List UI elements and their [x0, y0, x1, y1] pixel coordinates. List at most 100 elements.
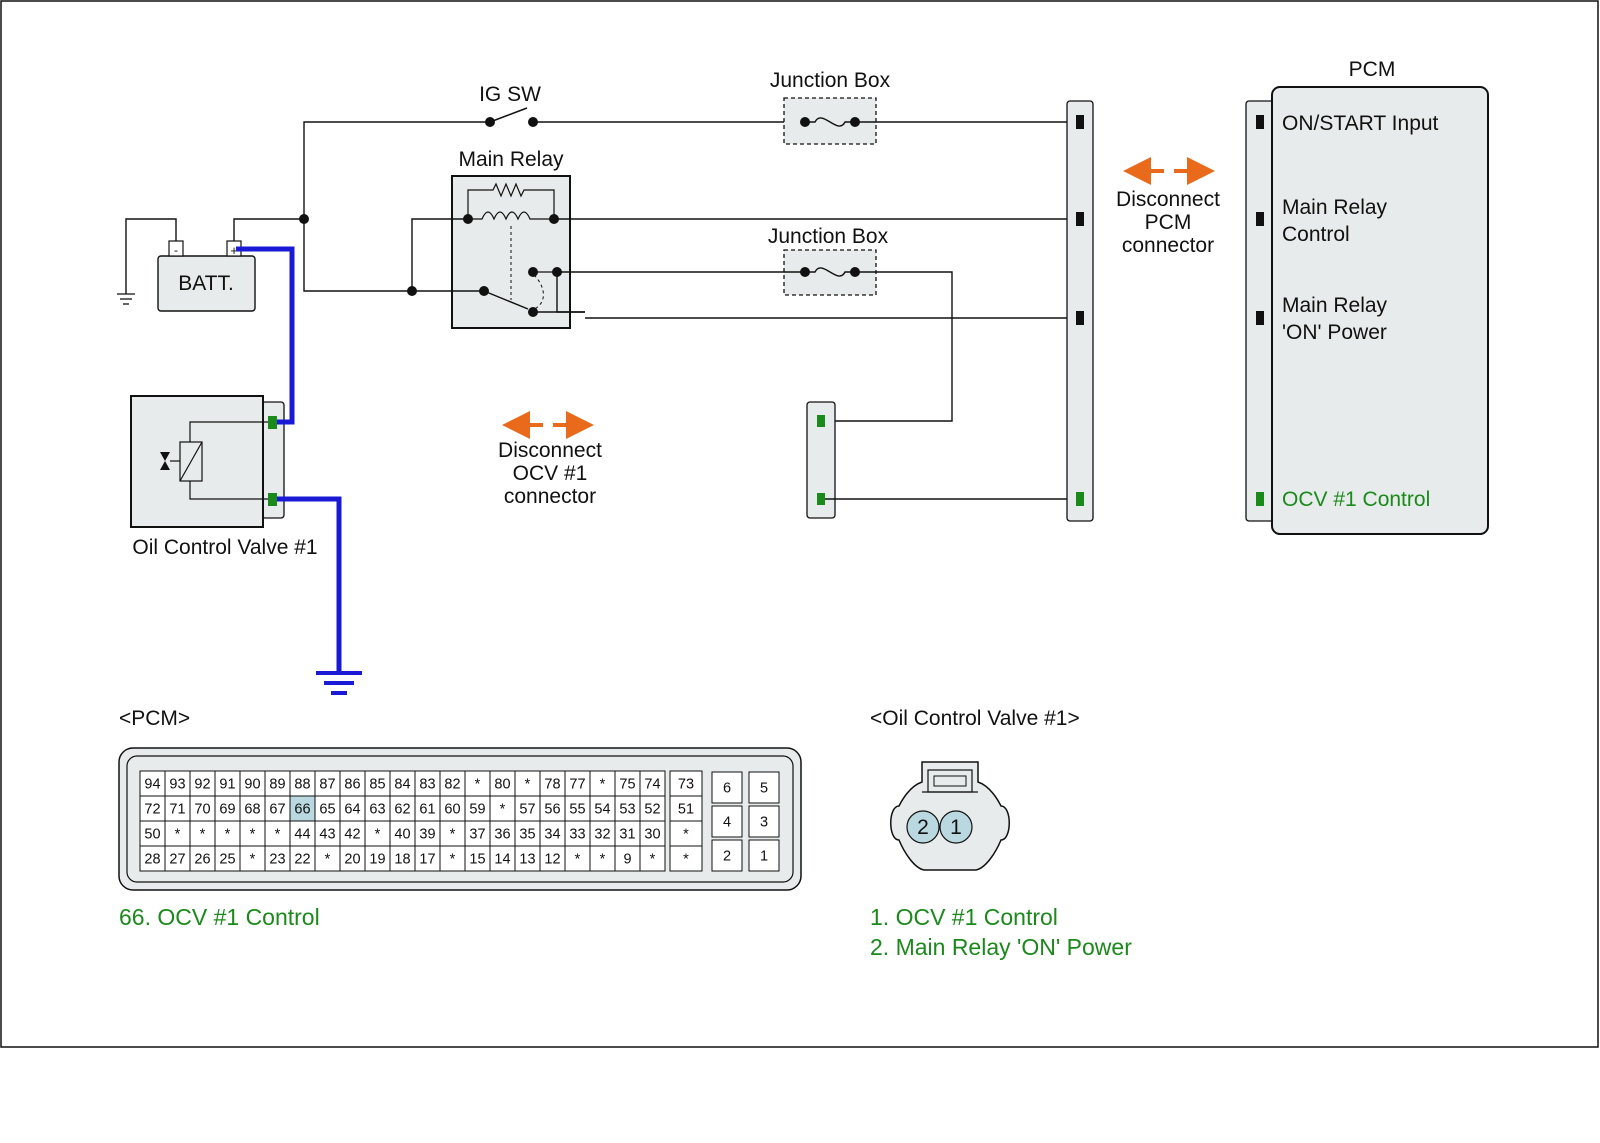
pcm-pin-33: 33 [569, 827, 585, 843]
ocv-connector-face [890, 761, 1010, 871]
ocv-caption-2: 2. Main Relay 'ON' Power [870, 934, 1132, 960]
pcm-pin-60: 60 [444, 802, 460, 818]
pcm-pin-56: 56 [544, 802, 560, 818]
pcm-pin-92: 92 [194, 777, 210, 793]
pcm-pin-blank-cell [314, 845, 341, 872]
pcm-pin-31: 31 [619, 827, 635, 843]
pcm-pin-blank-cell [264, 820, 291, 847]
pcm-pin-85: 85 [369, 777, 385, 793]
pcm-pin-blank: * [450, 827, 456, 843]
disconnect-ocv-line-1: Disconnect [498, 439, 602, 462]
pcm-pin-80: 80 [494, 777, 510, 793]
pcm-connector-title: <PCM> [119, 707, 190, 730]
pcm-pin-blank: * [250, 852, 256, 868]
pcm-pin-27-cell [164, 845, 191, 872]
pcm-connector-caption: 66. OCV #1 Control [119, 904, 320, 930]
pcm-pin-51-cell [669, 795, 703, 822]
disconnect-pcm-line-2: PCM [1145, 211, 1192, 234]
pcm-pin-19: 19 [369, 852, 385, 868]
pcm-pin-blank-cell [564, 845, 591, 872]
pcm-pin-93: 93 [169, 777, 185, 793]
battery-plus-label: + [230, 243, 238, 258]
pcm-pin-73-cell [669, 770, 703, 797]
pcm-pin-82: 82 [444, 777, 460, 793]
pcm-pin-blank: * [450, 852, 456, 868]
pcm-pin-84: 84 [394, 777, 410, 793]
pcm-pin-69: 69 [219, 802, 235, 818]
ignition-switch-icon [485, 107, 538, 127]
pcm-pin-43: 43 [319, 827, 335, 843]
pcm-pin-23-cell [264, 845, 291, 872]
pcm-pin-26: 26 [194, 852, 210, 868]
pcm-pin-blank-cell [439, 845, 466, 872]
pcm-pin-86-cell [339, 770, 366, 797]
pcm-pin-on-start-input: ON/START Input [1282, 112, 1439, 135]
pcm-pin-23: 23 [269, 852, 285, 868]
pcm-pin-blank: * [275, 827, 281, 843]
pcm-pin-72-cell [139, 795, 166, 822]
pcm-pin-27: 27 [169, 852, 185, 868]
pcm-pin-90-cell [239, 770, 266, 797]
pcm-pin-19-cell [364, 845, 391, 872]
pcm-pin-74: 74 [644, 777, 660, 793]
ocv-pin-1: 1 [950, 816, 962, 839]
pcm-pin-4: 4 [723, 815, 731, 831]
pcm-pin-3: 3 [760, 815, 768, 831]
pcm-pin-71: 71 [169, 802, 185, 818]
pcm-pin-55: 55 [569, 802, 585, 818]
pcm-pin-65-cell [314, 795, 341, 822]
pcm-pin-89: 89 [269, 777, 285, 793]
ig-sw-label: IG SW [479, 83, 541, 106]
pcm-pin-73: 73 [678, 777, 694, 793]
pcm-pin-blank: * [475, 777, 481, 793]
pcm-pin-20-cell [339, 845, 366, 872]
pcm-pin-86: 86 [344, 777, 360, 793]
pcm-pin-66: 66 [294, 802, 310, 818]
pcm-pin-26-cell [189, 845, 216, 872]
pcm-pin-62-cell [389, 795, 416, 822]
pcm-pin-67: 67 [269, 802, 285, 818]
oil-control-valve [130, 395, 285, 528]
pcm-pin-blank: * [683, 852, 689, 868]
pcm-pin-28-cell [139, 845, 166, 872]
pcm-pin-5: 5 [760, 781, 768, 797]
pcm-pin-blank: * [325, 852, 331, 868]
pcm-pin-5-cell [748, 771, 780, 804]
pcm-pin-6: 6 [723, 781, 731, 797]
pcm-pin-60-cell [439, 795, 466, 822]
pcm-pin-blank: * [600, 777, 606, 793]
pcm-pin-blank: * [525, 777, 531, 793]
pcm-pin-54-cell [589, 795, 616, 822]
pcm-pin-55-cell [564, 795, 591, 822]
disconnect-pcm-line-3: connector [1122, 234, 1214, 257]
ocv-component-label: Oil Control Valve #1 [132, 536, 317, 559]
pcm-module [1245, 86, 1489, 535]
pcm-pin-20: 20 [344, 852, 360, 868]
pcm-pin-blank: * [650, 852, 656, 868]
pcm-pin-62: 62 [394, 802, 410, 818]
pcm-pin-main-relay-on-power-2: 'ON' Power [1282, 321, 1387, 344]
pcm-pin-43-cell [314, 820, 341, 847]
pcm-pin-blank-cell [669, 845, 703, 872]
pcm-pin-6-cell [711, 771, 743, 804]
pcm-pin-22-cell [289, 845, 316, 872]
battery-label: BATT. [178, 272, 234, 295]
pcm-pin-83: 83 [419, 777, 435, 793]
pcm-pin-88: 88 [294, 777, 310, 793]
pcm-pin-94: 94 [144, 777, 160, 793]
pcm-pin-9-cell [614, 845, 641, 872]
pcm-pin-2: 2 [723, 849, 731, 865]
pcm-pin-blank-cell [589, 845, 616, 872]
pcm-pin-57: 57 [519, 802, 535, 818]
pcm-pin-9: 9 [623, 852, 631, 868]
chassis-ground-icon [316, 671, 362, 695]
pcm-pin-13: 13 [519, 852, 535, 868]
pcm-pin-18-cell [389, 845, 416, 872]
pcm-pin-12: 12 [544, 852, 560, 868]
main-relay-label: Main Relay [458, 148, 564, 171]
main-relay [451, 175, 585, 329]
pcm-pin-blank-cell [239, 845, 266, 872]
disconnect-ocv-line-2: OCV #1 [513, 462, 588, 485]
